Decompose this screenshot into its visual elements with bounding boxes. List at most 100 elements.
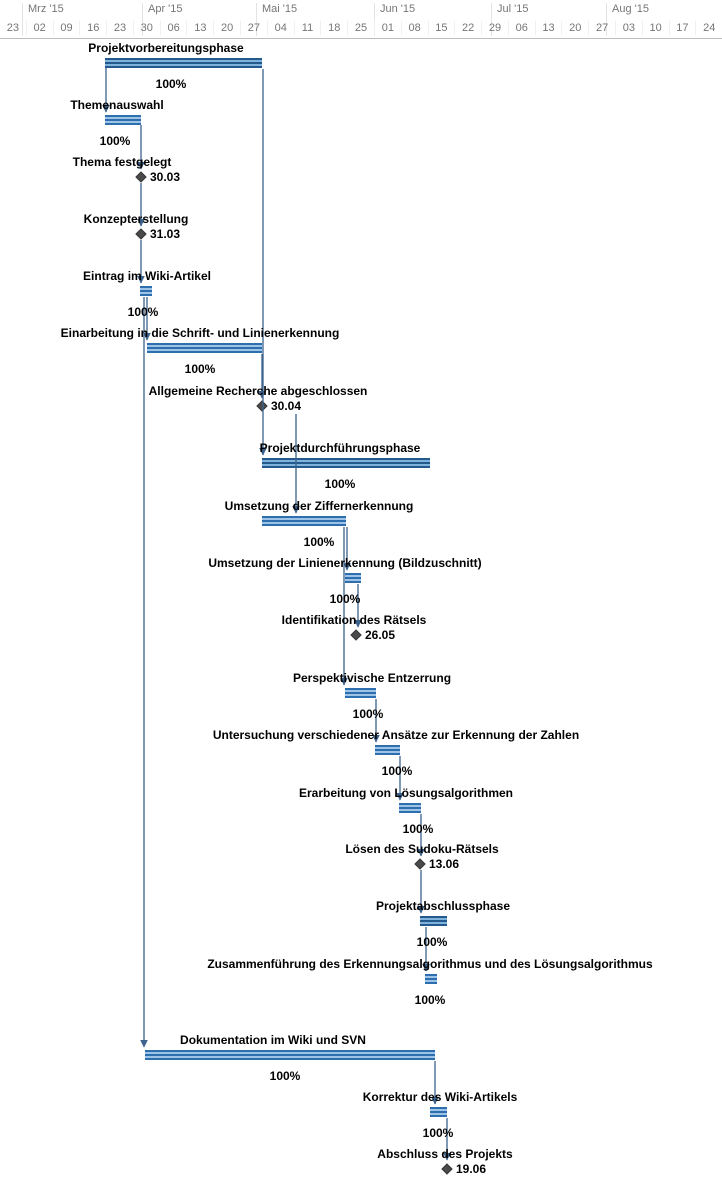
gantt-bar[interactable] [399, 803, 421, 813]
gantt-bar[interactable] [140, 286, 152, 296]
week-tick: 01 [375, 21, 402, 35]
gantt-bar[interactable] [147, 343, 262, 353]
task-label: Perspektivische Entzerrung [292, 671, 452, 685]
week-tick: 06 [161, 21, 188, 35]
milestone-date: 31.03 [150, 227, 181, 241]
gantt-bar[interactable] [430, 1107, 447, 1117]
task-label: Zusammenführung des Erkennungsalgorithmu… [207, 957, 653, 971]
week-tick: 22 [455, 21, 483, 35]
milestone-diamond[interactable] [256, 400, 268, 412]
task-label: Einarbeitung in die Schrift- und Liniene… [60, 326, 340, 340]
week-tick: 03 [616, 21, 643, 35]
timescale-header: Mrz '15 Apr '15 Mai '15 Jun '15 Jul '15 … [0, 0, 722, 39]
week-tick: 24 [703, 22, 716, 34]
month-divider [142, 3, 143, 36]
week-tick: 13 [187, 21, 215, 35]
gantt-bar[interactable] [345, 688, 376, 698]
task-label: Dokumentation im Wiki und SVN [180, 1033, 366, 1047]
gantt-summary-bar[interactable] [420, 916, 447, 926]
week-tick: 08 [402, 21, 429, 35]
progress-label: 100% [303, 535, 335, 549]
task-label: Allgemeine Recherche abgeschlossen [148, 384, 368, 398]
task-label: Eintrag im Wiki-Artikel [83, 269, 211, 283]
task-label: Projektdurchführungsphase [259, 441, 421, 455]
progress-label: 100% [324, 477, 356, 491]
task-label: Untersuchung verschiedener Ansätze zur E… [212, 728, 580, 742]
week-tick: 20 [214, 21, 242, 35]
week-tick: 17 [670, 21, 697, 35]
progress-label: 100% [422, 1126, 454, 1140]
progress-label: 100% [402, 822, 434, 836]
gantt-bar[interactable] [145, 1050, 435, 1060]
task-label: Projektabschlussphase [375, 899, 511, 913]
month-label: Apr '15 [148, 3, 183, 15]
gantt-bar[interactable] [345, 573, 361, 583]
month-divider [22, 3, 23, 36]
progress-label: 100% [352, 707, 384, 721]
task-label: Abschluss des Projekts [377, 1147, 513, 1161]
task-label: Korrektur des Wiki-Artikels [362, 1090, 518, 1104]
progress-label: 100% [127, 305, 159, 319]
milestone-diamond[interactable] [135, 228, 147, 240]
progress-label: 100% [155, 77, 187, 91]
task-label: Umsetzung der Linienerkennung (Bildzusch… [208, 556, 482, 570]
gantt-bar[interactable] [425, 974, 437, 984]
milestone-diamond[interactable] [350, 629, 362, 641]
month-divider [256, 3, 257, 36]
milestone-date: 13.06 [429, 857, 460, 871]
milestone-date: 19.06 [456, 1162, 487, 1176]
week-tick: 06 [509, 21, 536, 35]
gantt-bar[interactable] [375, 745, 400, 755]
month-divider [606, 3, 607, 36]
progress-label: 100% [329, 592, 361, 606]
progress-label: 100% [381, 764, 413, 778]
month-label: Mai '15 [262, 3, 298, 15]
week-tick: 02 [27, 21, 54, 35]
task-label: Identifikation des Rätsels [281, 613, 427, 627]
month-label: Aug '15 [612, 3, 649, 15]
month-divider [491, 3, 492, 36]
week-tick: 15 [429, 21, 456, 35]
task-label: Konzepterstellung [83, 212, 189, 226]
week-ticks: 23 02 09 16 23 30 06 13 20 27 04 11 18 2… [0, 21, 722, 35]
week-tick: 18 [321, 21, 349, 35]
week-tick: 23 [0, 21, 27, 35]
milestone-date: 30.04 [271, 399, 302, 413]
week-tick: 16 [80, 21, 108, 35]
week-tick: 29 [482, 21, 509, 35]
week-tick: 30 [134, 21, 161, 35]
week-tick: 27 [241, 21, 268, 35]
task-label: Lösen des Sudoku-Rätsels [345, 842, 499, 856]
milestone-date: 26.05 [365, 628, 396, 642]
progress-label: 100% [416, 935, 448, 949]
month-label: Jul '15 [497, 3, 529, 15]
task-label: Thema festgelegt [72, 155, 172, 169]
milestone-diamond[interactable] [441, 1163, 453, 1175]
task-label: Projektvorbereitungsphase [88, 41, 244, 55]
week-tick: 04 [268, 21, 295, 35]
week-tick: 09 [54, 21, 81, 35]
month-label: Mrz '15 [28, 3, 64, 15]
week-tick: 23 [107, 21, 134, 35]
milestone-diamond[interactable] [414, 858, 426, 870]
gantt-summary-bar[interactable] [105, 58, 262, 68]
gantt-summary-bar[interactable] [262, 458, 430, 468]
milestone-diamond[interactable] [135, 171, 147, 183]
progress-label: 100% [99, 134, 131, 148]
gantt-bar[interactable] [105, 115, 141, 125]
week-tick: 11 [295, 21, 322, 35]
progress-label: 100% [269, 1069, 301, 1083]
task-label: Umsetzung der Ziffernerkennung [224, 499, 414, 513]
week-tick: 13 [536, 21, 563, 35]
task-label: Themenauswahl [70, 98, 164, 112]
progress-label: 100% [414, 993, 446, 1007]
gantt-bar[interactable] [262, 516, 346, 526]
week-tick: 10 [643, 21, 670, 35]
milestone-date: 30.03 [150, 170, 181, 184]
task-label: Erarbeitung von Lösungsalgorithmen [298, 786, 514, 800]
progress-label: 100% [184, 362, 216, 376]
month-divider [374, 3, 375, 36]
week-tick: 25 [348, 21, 375, 35]
week-tick: 20 [562, 21, 590, 35]
